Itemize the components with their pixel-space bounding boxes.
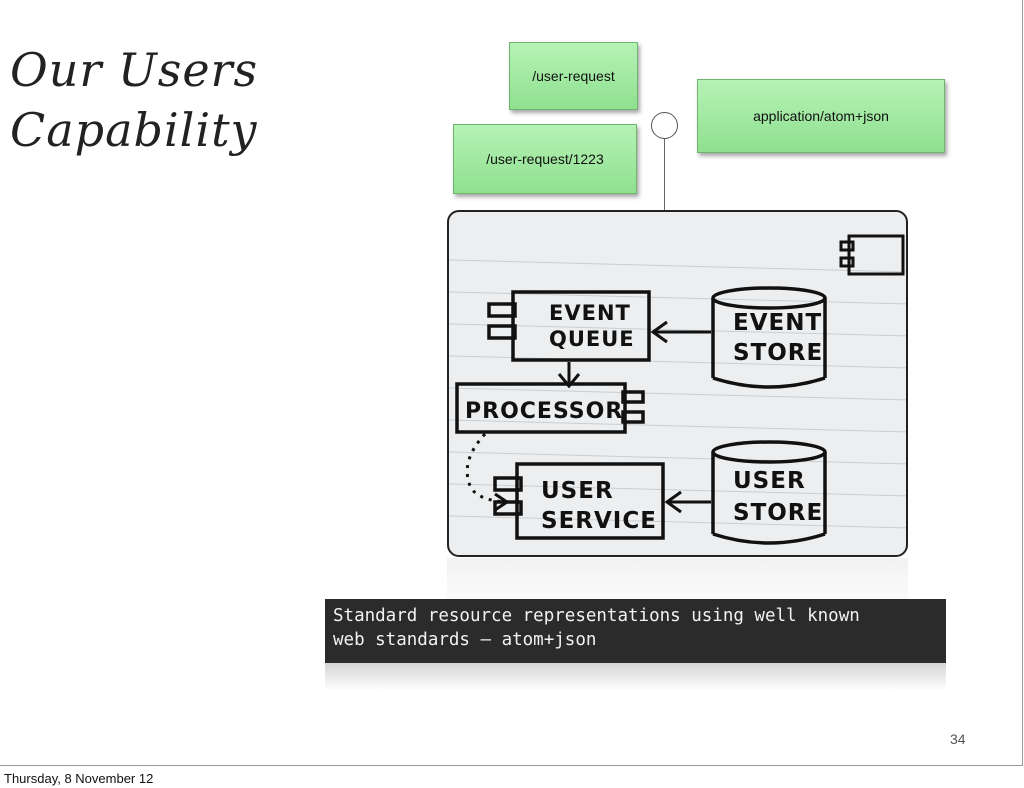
note-user-request-id: /user-request/1223 — [453, 124, 637, 194]
interface-lollipop-circle — [651, 112, 678, 139]
title-line-2: Capability — [10, 100, 258, 160]
footer-date: Thursday, 8 November 12 — [4, 771, 153, 786]
user-service-label-2: SERVICE — [541, 508, 657, 534]
event-queue-label-1: EVENT — [549, 301, 631, 325]
architecture-sketch: EVENT QUEUE EVENT STORE — [447, 210, 908, 557]
note-user-request-id-label: /user-request/1223 — [486, 151, 604, 167]
slide-caption: Standard resource representations using … — [325, 599, 946, 663]
component-icon — [841, 236, 903, 274]
note-media-type: application/atom+json — [697, 79, 945, 153]
event-store-label-2: STORE — [733, 340, 823, 366]
event-store-label-1: EVENT — [733, 310, 822, 336]
user-store-label-2: STORE — [733, 500, 823, 526]
interface-connector-line — [664, 136, 665, 210]
sketch-svg: EVENT QUEUE EVENT STORE — [449, 212, 908, 557]
note-user-request-label: /user-request — [532, 68, 614, 84]
note-user-request: /user-request — [509, 42, 638, 110]
caption-reflection — [325, 663, 946, 691]
page-number: 34 — [950, 731, 966, 747]
note-media-type-label: application/atom+json — [753, 108, 889, 124]
processor-to-service-dotted-arrow — [467, 434, 505, 502]
slide-title: Our Users Capability — [10, 40, 258, 160]
event-queue-label-2: QUEUE — [549, 327, 635, 351]
user-store-label-1: USER — [733, 468, 806, 494]
event-store-cylinder — [713, 288, 825, 387]
store-to-service-arrow — [667, 492, 711, 512]
user-service-label-1: USER — [541, 478, 614, 504]
processor-label: PROCESSOR — [465, 399, 623, 424]
slide: Our Users Capability /user-request /user… — [0, 0, 1023, 766]
title-line-1: Our Users — [10, 40, 258, 100]
store-to-queue-arrow — [653, 322, 711, 342]
